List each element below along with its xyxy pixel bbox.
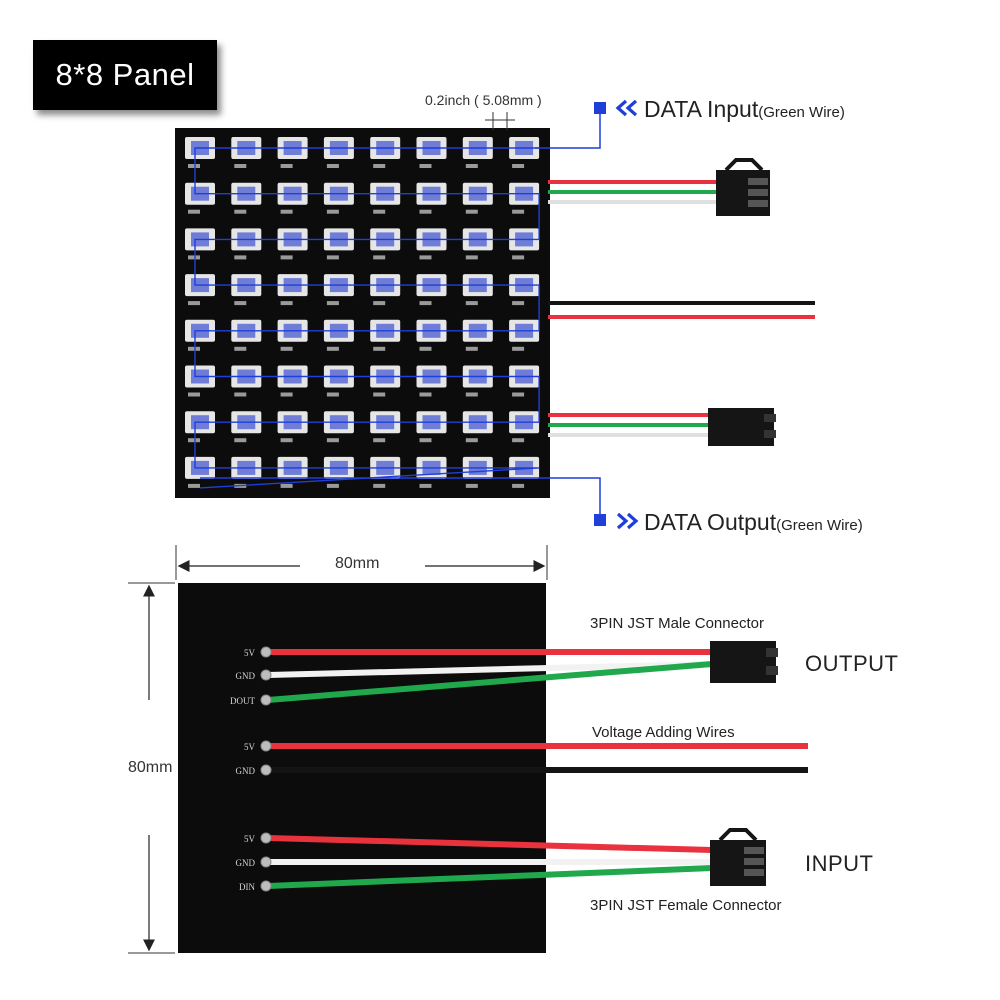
output-side-label: OUTPUT [805,651,899,676]
pin-label-pwr-5v: 5V [244,742,256,752]
pitch-label: 0.2inch ( 5.08mm ) [425,92,542,108]
male-connector-label: 3PIN JST Male Connector [590,615,764,632]
top-male-connector [708,408,776,446]
pin-label-out-gnd: GND [236,671,256,681]
data-output-line [200,477,601,514]
pin-label-in-5v: 5V [244,834,256,844]
panel-title: 8*8 Panel [55,57,195,92]
back-male-connector [710,641,778,683]
solder-pads [260,646,272,892]
data-output-square [594,514,606,526]
led-panel-board [175,128,550,498]
top-female-connector [716,158,770,216]
back-input-wires [267,835,713,889]
pin-label-out-dout: DOUT [230,696,255,706]
input-side-label: INPUT [805,851,874,876]
data-input-text: DATA Input [644,96,759,122]
top-input-wires [548,180,718,204]
data-chain-path [194,147,540,489]
pin-label-out-5v: 5V [244,648,256,658]
top-power-wires [548,301,815,319]
data-output-text: DATA Output [644,509,777,535]
double-chevron-left-icon [615,99,638,117]
double-chevron-right-icon [616,512,639,530]
led-grid [185,137,540,488]
data-output-label: DATA Output(Green Wire) [644,509,863,536]
data-output-note: (Green Wire) [776,517,863,534]
data-input-note: (Green Wire) [758,104,845,121]
female-connector-label: 3PIN JST Female Connector [590,897,782,914]
width-label: 80mm [335,555,380,572]
voltage-wires-label: Voltage Adding Wires [592,724,735,741]
panel-title-badge: 8*8 Panel [33,40,217,110]
pin-label-pwr-gnd: GND [236,766,256,776]
back-output-wires [267,649,713,703]
data-input-label: DATA Input(Green Wire) [644,96,845,123]
data-input-line [535,112,601,149]
data-input-square [594,102,606,114]
back-power-wires [268,743,808,773]
pin-label-in-gnd: GND [236,858,256,868]
pin-label-in-din: DIN [239,882,255,892]
top-output-wires [548,413,710,437]
height-label: 80mm [128,759,173,776]
back-female-connector [710,828,766,886]
led-cell [231,319,262,351]
